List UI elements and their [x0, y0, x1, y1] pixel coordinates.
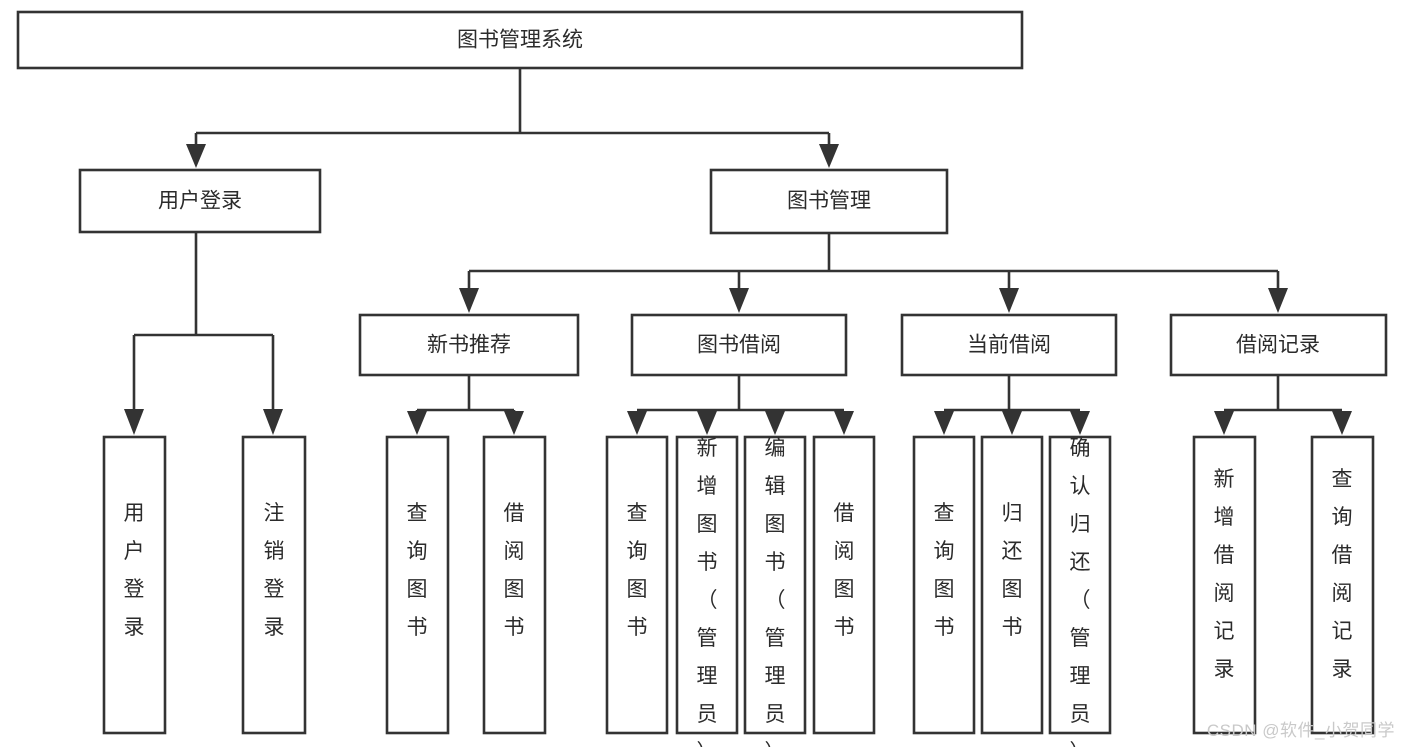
- arrow-root-to-book: [819, 144, 839, 168]
- leaf-newbook-borrow-book[interactable]: 借阅图书: [482, 435, 547, 735]
- leaf-bookborrow-query-book[interactable]: 查询图书: [605, 435, 669, 735]
- connector-group-borrow-record: [1214, 375, 1352, 435]
- arrow-bookborrow-leaf-4: [834, 411, 854, 435]
- leaf-currentborrow-confirm-return-box[interactable]: [1048, 435, 1112, 735]
- connector-group-current-borrow: [934, 374, 1090, 435]
- node-user-login-label: 用户登录: [158, 190, 242, 213]
- leaf-borrowrecord-query-record[interactable]: 查询借阅记录: [1310, 435, 1375, 735]
- leaf-user-logout[interactable]: 注销登录: [241, 435, 307, 735]
- connector-group-user-login: [124, 232, 283, 435]
- arrow-bookborrow-leaf-2: [697, 411, 717, 435]
- arrow-user-leaf-1: [124, 409, 144, 435]
- leaf-user-login[interactable]: 用户登录: [102, 435, 167, 735]
- arrow-book-child-4: [1268, 288, 1288, 313]
- leaf-borrowrecord-add-record-label: 新增借阅记录: [1214, 468, 1235, 681]
- leaf-user-login-label: 用户登录: [124, 502, 145, 639]
- leaf-currentborrow-return-book-label: 归还图书: [1002, 502, 1023, 639]
- node-user-login-box[interactable]: [78, 168, 322, 234]
- leaf-user-logout-box[interactable]: [241, 435, 307, 735]
- leaf-newbook-borrow-book-box[interactable]: [482, 435, 547, 735]
- leaf-bookborrow-add-book[interactable]: 新增图书（管理员）: [675, 435, 739, 747]
- arrow-currentborrow-leaf-3: [1070, 411, 1090, 435]
- arrow-bookborrow-leaf-3: [765, 411, 785, 435]
- node-borrow-record-box[interactable]: [1169, 313, 1388, 377]
- arrow-book-child-1: [459, 288, 479, 313]
- arrow-book-child-2: [729, 288, 749, 313]
- arrow-newbook-leaf-2: [504, 411, 524, 435]
- leaf-newbook-query-book-label: 查询图书: [407, 502, 428, 639]
- node-root-label: 图书管理系统: [457, 29, 583, 52]
- node-current-borrow-label: 当前借阅: [967, 334, 1051, 357]
- node-book-manage-box[interactable]: [709, 168, 949, 235]
- leaf-currentborrow-return-book[interactable]: 归还图书: [980, 435, 1044, 735]
- leaf-borrowrecord-query-record-box[interactable]: [1310, 435, 1375, 735]
- leaf-bookborrow-borrow-book-label: 借阅图书: [834, 502, 855, 639]
- leaf-bookborrow-edit-book[interactable]: 编辑图书（管理员）: [743, 435, 807, 747]
- arrow-currentborrow-leaf-1: [934, 411, 954, 435]
- leaf-currentborrow-query-book-box[interactable]: [912, 435, 976, 735]
- leaf-user-login-box[interactable]: [102, 435, 167, 735]
- leaf-newbook-query-book-box[interactable]: [385, 435, 450, 735]
- arrow-currentborrow-leaf-2: [1002, 411, 1022, 435]
- leaf-currentborrow-query-book-label: 查询图书: [934, 502, 955, 639]
- leaf-bookborrow-borrow-book[interactable]: 借阅图书: [812, 435, 876, 735]
- node-current-borrow-box[interactable]: [900, 313, 1118, 377]
- node-new-book-recommend-label: 新书推荐: [427, 334, 511, 357]
- connector-group-root: [186, 68, 839, 168]
- arrow-borrowrecord-leaf-2: [1332, 411, 1352, 435]
- leaf-bookborrow-query-book-box[interactable]: [605, 435, 669, 735]
- node-book-manage[interactable]: 图书管理: [709, 168, 949, 235]
- leaf-bookborrow-add-book-label: 新增图书（管理员）: [697, 437, 718, 747]
- leaf-currentborrow-confirm-return[interactable]: 确认归还（管理员）: [1048, 435, 1112, 747]
- leaf-bookborrow-edit-book-label: 编辑图书（管理员）: [765, 437, 786, 747]
- leaf-user-logout-label: 注销登录: [264, 502, 285, 639]
- leaf-bookborrow-add-book-box[interactable]: [675, 435, 739, 735]
- connector-group-book-borrow: [627, 374, 854, 435]
- node-new-book-recommend-box[interactable]: [358, 313, 580, 377]
- leaf-currentborrow-query-book[interactable]: 查询图书: [912, 435, 976, 735]
- node-root-system[interactable]: 图书管理系统: [16, 10, 1024, 70]
- connector-group-book-manage: [459, 233, 1288, 313]
- arrow-root-to-user: [186, 144, 206, 168]
- arrow-user-leaf-2: [263, 409, 283, 435]
- node-current-borrow[interactable]: 当前借阅: [900, 313, 1118, 377]
- arrow-bookborrow-leaf-1: [627, 411, 647, 435]
- node-user-login[interactable]: 用户登录: [78, 168, 322, 234]
- leaf-borrowrecord-add-record[interactable]: 新增借阅记录: [1192, 435, 1257, 735]
- arrow-newbook-leaf-1: [407, 411, 427, 435]
- node-root-box[interactable]: [16, 10, 1024, 70]
- node-book-borrow-box[interactable]: [630, 313, 848, 377]
- arrow-borrowrecord-leaf-1: [1214, 411, 1234, 435]
- connector-group-new-book: [407, 374, 524, 435]
- leaf-currentborrow-return-book-box[interactable]: [980, 435, 1044, 735]
- node-borrow-record[interactable]: 借阅记录: [1169, 313, 1388, 377]
- leaf-borrowrecord-add-record-box[interactable]: [1192, 435, 1257, 735]
- leaf-bookborrow-borrow-book-box[interactable]: [812, 435, 876, 735]
- node-book-borrow[interactable]: 图书借阅: [630, 313, 848, 377]
- leaf-borrowrecord-query-record-label: 查询借阅记录: [1332, 468, 1353, 681]
- leaf-newbook-query-book[interactable]: 查询图书: [385, 435, 450, 735]
- node-new-book-recommend[interactable]: 新书推荐: [358, 313, 580, 377]
- leaf-newbook-borrow-book-label: 借阅图书: [504, 502, 525, 639]
- leaf-bookborrow-edit-book-box[interactable]: [743, 435, 807, 735]
- node-book-manage-label: 图书管理: [787, 190, 871, 213]
- node-borrow-record-label: 借阅记录: [1236, 334, 1320, 357]
- node-book-borrow-label: 图书借阅: [697, 334, 781, 357]
- leaf-currentborrow-confirm-return-label: 确认归还（管理员）: [1070, 437, 1091, 747]
- arrow-book-child-3: [999, 288, 1019, 313]
- leaf-bookborrow-query-book-label: 查询图书: [627, 502, 648, 639]
